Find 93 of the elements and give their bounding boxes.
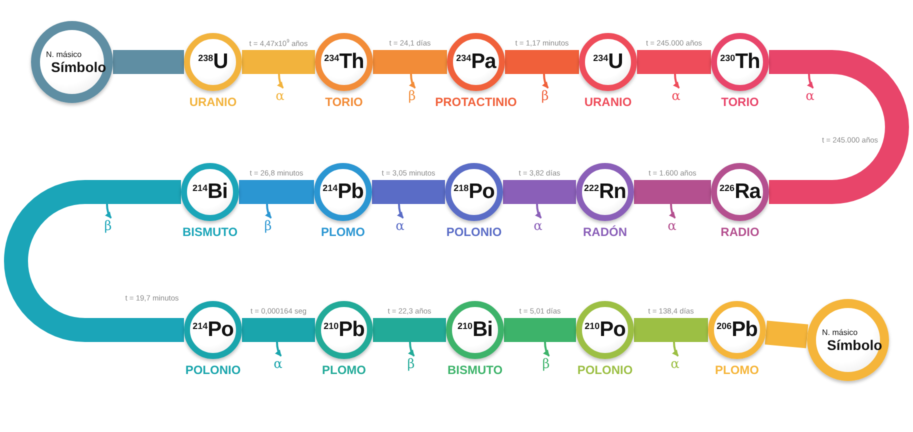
nuclide-symbol: $^{238}$U [198,50,228,74]
emission-arrow [397,204,404,219]
decay-band [373,318,446,342]
element-name: URANIO [584,95,632,109]
nuclide-symbol: $^{210}$Po [584,318,626,342]
nuclide-symbol: $^{230}$Th [720,50,760,74]
nuclide-circle [314,163,372,221]
nuclide-circle [181,163,239,221]
element-name: POLONIO [577,363,633,377]
nuclide-circle [315,301,373,359]
nuclide-symbol: $^{214}$Bi [192,180,228,204]
key-circle [31,21,113,103]
element-name: PROTACTINIO [435,95,517,109]
emission-arrow [265,204,272,219]
element-name: POLONIO [185,363,241,377]
decay-band [4,180,184,342]
particle-symbol: α [669,89,683,104]
nuclide-circle [184,301,242,359]
decay-band [373,50,447,74]
emission-arrow [543,342,550,357]
nuclide-symbol: $^{234}$U [593,50,623,74]
key-circle [807,299,889,381]
element-name: BISMUTO [447,363,503,377]
nuclide-symbol: $^{234}$Pa [456,50,496,74]
nuclide-symbol: $^{218}$Po [454,180,494,204]
nuclide-circle [446,301,504,359]
decay-band [634,180,711,204]
nuclide-circle [579,33,637,91]
particle-symbol: β [101,219,115,234]
particle-symbol: α [665,219,679,234]
nuclide-symbol: $^{226}$Ra [720,180,760,204]
element-name: PLOMO [322,363,366,377]
decay-band [113,50,184,74]
particle-symbol: β [261,219,275,234]
decay-band [242,50,315,74]
nuclide-symbol: $^{214}$Po [192,318,234,342]
emission-arrow [277,74,284,89]
nuclide-circle [445,163,503,221]
element-name: BISMUTO [182,225,238,239]
nuclide-circle [184,33,242,91]
decay-band [504,318,576,342]
element-name: URANIO [189,95,237,109]
nuclide-symbol: $^{206}$Pb [716,318,758,342]
particle-symbol: α [273,89,287,104]
emission-arrow [673,74,680,89]
decay-band [372,180,445,204]
element-name: TORIO [325,95,363,109]
particle-symbol: β [404,357,418,372]
decay-band [764,320,808,348]
decay-band [637,50,711,74]
decay-band [634,318,708,342]
particle-symbol: β [539,357,553,372]
nuclide-symbol: $^{210}$Bi [457,318,493,342]
nuclide-circle [711,33,769,91]
element-name: RADIO [720,225,760,239]
emission-arrow [275,342,282,357]
emission-arrow [672,342,679,357]
nuclide-symbol: $^{234}$Th [324,50,364,74]
emission-arrow [535,204,542,219]
particle-symbol: α [393,219,407,234]
element-name: POLONIO [446,225,502,239]
decay-band [242,318,315,342]
decay-band [503,180,576,204]
particle-symbol: α [803,89,817,104]
nuclide-symbol: $^{222}$Rn [584,180,626,204]
emission-arrow [542,74,549,89]
emission-arrow [408,342,415,357]
particle-symbol: α [271,357,285,372]
decay-band [769,50,909,204]
emission-arrow [409,74,416,89]
emission-arrow [669,204,676,219]
element-name: TORIO [721,95,759,109]
particle-symbol: β [405,89,419,104]
decay-band [505,50,579,74]
nuclide-circle [711,163,769,221]
emission-arrow [105,204,112,219]
nuclide-symbol: $^{214}$Pb [322,180,364,204]
nuclide-circle [447,33,505,91]
element-name: RADÓN [583,225,627,239]
particle-symbol: α [668,357,682,372]
nuclide-circle [708,301,766,359]
nuclide-circle [576,163,634,221]
mass-number-label: N. másico [822,328,858,336]
nuclide-circle [576,301,634,359]
element-name: PLOMO [321,225,365,239]
element-name: PLOMO [715,363,759,377]
mass-number-label: N. másico [46,50,82,58]
nuclide-symbol: $^{210}$Pb [324,318,364,342]
emission-arrow [807,74,814,89]
particle-symbol: α [531,219,545,234]
decay-band [239,180,314,204]
nuclide-circle [315,33,373,91]
particle-symbol: β [538,89,552,104]
